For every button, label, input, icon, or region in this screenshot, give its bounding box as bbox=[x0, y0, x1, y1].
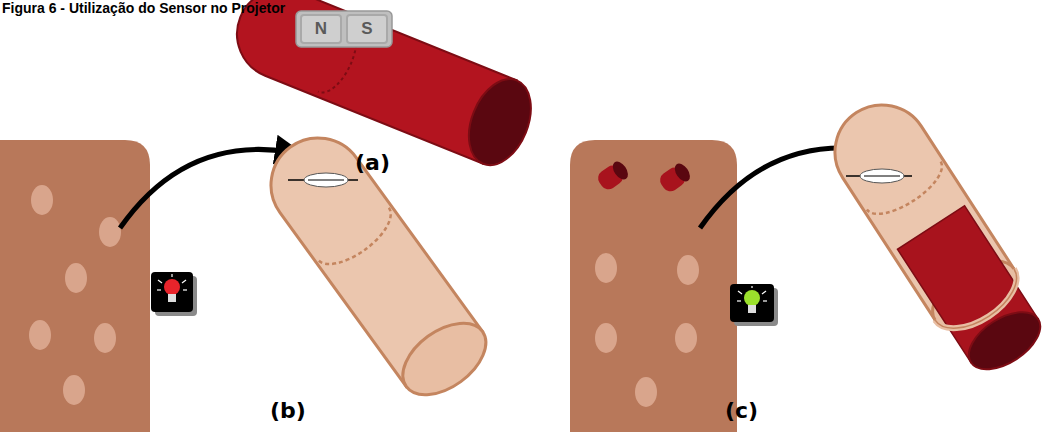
pole-letter: N bbox=[315, 19, 327, 39]
arrow bbox=[120, 149, 290, 228]
board-holes bbox=[29, 185, 121, 405]
indicator-lamp-red bbox=[151, 272, 197, 316]
figure-title: Figura 6 - Utilização do Sensor no Proje… bbox=[2, 0, 285, 16]
reed-switch bbox=[288, 173, 358, 187]
panel-label: (a) bbox=[355, 150, 390, 175]
magnet-label-plate bbox=[296, 11, 392, 47]
indicator-lamp-green bbox=[730, 284, 778, 326]
magnets-in-board bbox=[595, 159, 693, 195]
panel-label: (b) bbox=[270, 398, 306, 423]
sensor-tube-with-magnet bbox=[817, 87, 1050, 385]
pole-cell: N bbox=[300, 14, 342, 44]
reed-switch bbox=[846, 169, 912, 183]
board bbox=[0, 140, 150, 432]
sensor-tube bbox=[252, 119, 498, 409]
board bbox=[570, 140, 737, 432]
pole-cell: S bbox=[346, 14, 388, 44]
pole-letter: S bbox=[361, 19, 372, 39]
board-holes bbox=[595, 253, 699, 407]
panel-label: (c) bbox=[725, 398, 758, 423]
